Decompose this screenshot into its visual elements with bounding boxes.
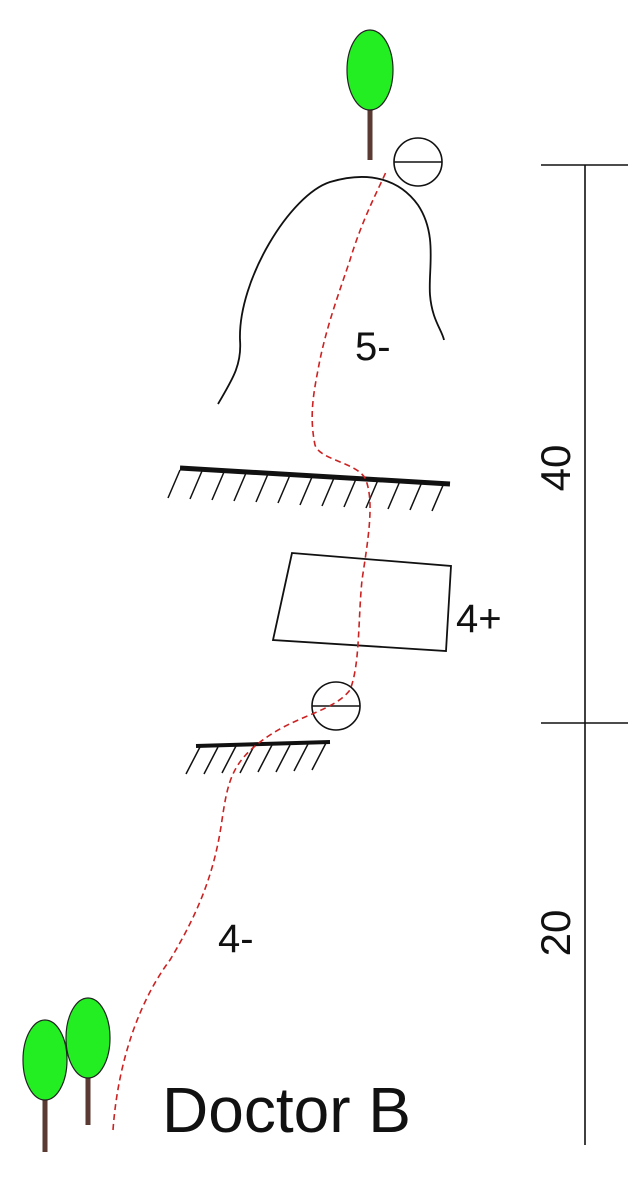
route-name-label: Doctor B	[162, 1074, 411, 1146]
upper-ledge	[167, 465, 451, 512]
scale-lower-mark: 20	[532, 910, 579, 957]
summit-rock-outline	[217, 176, 445, 405]
route-line	[112, 171, 387, 1131]
top-anchor-icon	[393, 137, 443, 187]
top-tree-icon	[346, 29, 394, 160]
rock-block	[271, 552, 452, 652]
bottom-trees-icon	[22, 997, 111, 1152]
grade-upper-label: 5-	[355, 325, 391, 369]
lower-ledge	[185, 740, 331, 775]
grade-middle-label: 4+	[456, 597, 502, 641]
grade-lower-label: 4-	[218, 917, 254, 961]
scale-bar	[541, 164, 628, 1145]
middle-anchor-icon	[311, 681, 361, 731]
scale-upper-mark: 40	[532, 445, 579, 492]
